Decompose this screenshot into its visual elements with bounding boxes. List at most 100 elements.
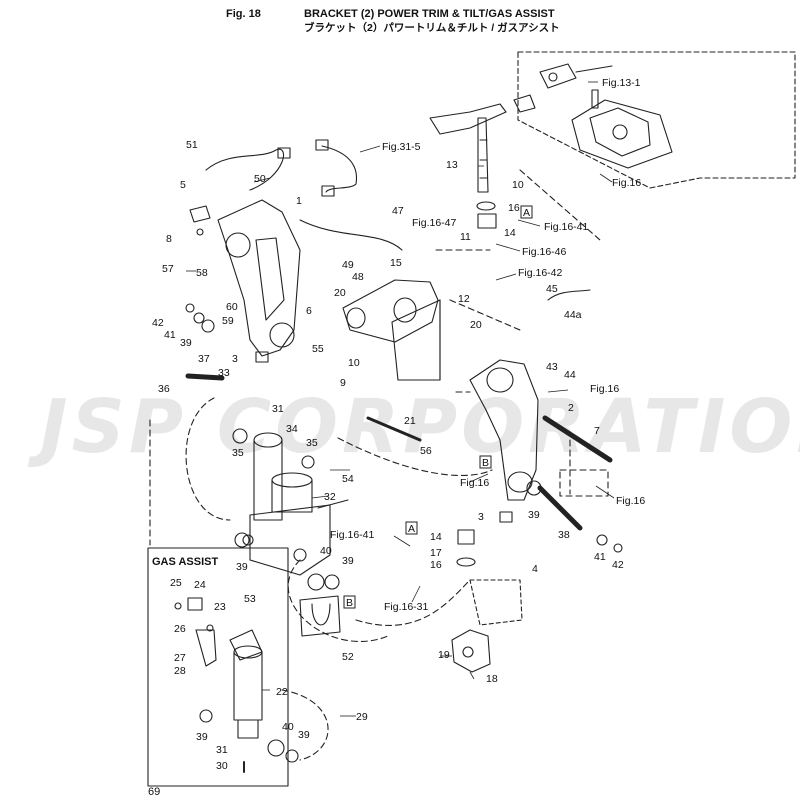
- figure-title-english: BRACKET (2) POWER TRIM & TILT/GAS ASSIST: [304, 8, 555, 20]
- part-callout-38: 38: [558, 529, 570, 541]
- part-callout-6: 6: [306, 305, 312, 317]
- bolt-5: [189, 205, 211, 223]
- part-3b: [499, 511, 513, 523]
- part-callout-53: 53: [244, 593, 256, 605]
- washer-42a: [185, 303, 195, 313]
- inset-13-1-frame: [517, 51, 796, 189]
- part-callout-16: 16: [508, 202, 520, 214]
- part-callout-10: 10: [512, 179, 524, 191]
- lead-45: [547, 289, 591, 301]
- part-callout-55: 55: [312, 343, 324, 355]
- screw-25: [174, 602, 182, 610]
- figure-title-japanese: ブラケット（2）パワートリム＆チルト / ガスアシスト: [304, 22, 560, 34]
- part-callout-10: 10: [348, 357, 360, 369]
- linkage-assembly-13-1: [513, 63, 673, 169]
- part-callout-2: 2: [568, 402, 574, 414]
- figure-ref-fig-31-5: Fig.31-5: [382, 141, 421, 153]
- figure-ref-fig-16: Fig.16: [616, 495, 645, 507]
- part-callout-43: 43: [546, 361, 558, 373]
- figure-ref-fig-16: Fig.16: [460, 477, 489, 489]
- figure-ref-fig-16-47: Fig.16-47: [412, 217, 457, 229]
- harness-50: [205, 148, 284, 191]
- part-callout-20: 20: [470, 319, 482, 331]
- part-callout-39: 39: [196, 731, 208, 743]
- part-callout-42: 42: [612, 559, 624, 571]
- part-callout-36: 36: [158, 383, 170, 395]
- tag-boxes: [343, 205, 533, 609]
- part-callout-23: 23: [214, 601, 226, 613]
- connector-31-5a: [315, 139, 329, 151]
- part-callout-28: 28: [174, 665, 186, 677]
- part-callout-49: 49: [342, 259, 354, 271]
- part-callout-44a: 44a: [564, 309, 582, 321]
- clamp-bracket-left-1: [217, 199, 301, 357]
- gas-assist-box-frame: [147, 547, 289, 787]
- part-callout-7: 7: [594, 425, 600, 437]
- part-callout-31: 31: [216, 744, 228, 756]
- part-callout-15: 15: [390, 257, 402, 269]
- part-callout-25: 25: [170, 577, 182, 589]
- part-callout-34: 34: [286, 423, 298, 435]
- part-callout-3: 3: [478, 511, 484, 523]
- part-callout-51: 51: [186, 139, 198, 151]
- part-callout-40: 40: [282, 721, 294, 733]
- motor-lead-wire: [317, 499, 349, 509]
- part-callout-24: 24: [194, 579, 206, 591]
- part-callout-5: 5: [180, 179, 186, 191]
- bracket-19: [451, 629, 491, 673]
- swivel-bracket-9: [342, 279, 441, 381]
- figure-ref-fig-16-42: Fig.16-42: [518, 267, 563, 279]
- tag-B-lower: B: [346, 597, 353, 609]
- part-callout-4: 4: [532, 563, 538, 575]
- part-callout-41: 41: [594, 551, 606, 563]
- part-callout-19: 19: [438, 649, 450, 661]
- part-callout-18: 18: [486, 673, 498, 685]
- part-callout-3: 3: [232, 353, 238, 365]
- part-callout-39: 39: [528, 509, 540, 521]
- part-callout-39: 39: [342, 555, 354, 567]
- part-callout-42: 42: [152, 317, 164, 329]
- connector-50: [277, 147, 291, 159]
- part-callout-22: 22: [276, 686, 288, 698]
- clamp-bracket-right-2: [469, 359, 539, 501]
- tag-A-top: A: [523, 207, 530, 219]
- part-callout-37: 37: [198, 353, 210, 365]
- part-callout-39: 39: [180, 337, 192, 349]
- part-callout-35: 35: [232, 447, 244, 459]
- part-callout-57: 57: [162, 263, 174, 275]
- bush-40b: [267, 739, 285, 757]
- part-callout-54: 54: [342, 473, 354, 485]
- lower-plate-outline: [469, 579, 523, 626]
- part-callout-11: 11: [460, 231, 471, 243]
- detail-bushing: [311, 603, 331, 626]
- detail-window: [299, 595, 341, 637]
- bush-40a: [307, 573, 325, 591]
- page-number: 69: [148, 786, 161, 798]
- bush-39c: [324, 574, 340, 590]
- part-callout-20: 20: [334, 287, 346, 299]
- figure-ref-fig-16-41: Fig.16-41: [330, 529, 375, 541]
- washer-16b: [456, 557, 476, 567]
- part-callout-17: 17: [430, 547, 442, 559]
- figure-ref-fig-16: Fig.16: [590, 383, 619, 395]
- steering-arm-13: [429, 103, 507, 193]
- figure-ref-fig-16-41: Fig.16-41: [544, 221, 589, 233]
- part-callout-41: 41: [164, 329, 176, 341]
- part-3a: [255, 351, 269, 363]
- connector-31-5b: [321, 185, 335, 197]
- bush-35b: [301, 455, 315, 469]
- part-24: [187, 597, 203, 611]
- washer-16: [476, 201, 496, 211]
- gas-assist-cylinder-22: [229, 629, 263, 739]
- bush-39e: [199, 709, 213, 723]
- part-callout-50: 50: [254, 173, 266, 185]
- bush-39d: [526, 480, 542, 496]
- bush-39a: [201, 319, 215, 333]
- part-callout-31: 31: [272, 403, 284, 415]
- part-callout-59: 59: [222, 315, 234, 327]
- figure-label: Fig. 18: [226, 8, 261, 20]
- washer-42b: [613, 543, 623, 553]
